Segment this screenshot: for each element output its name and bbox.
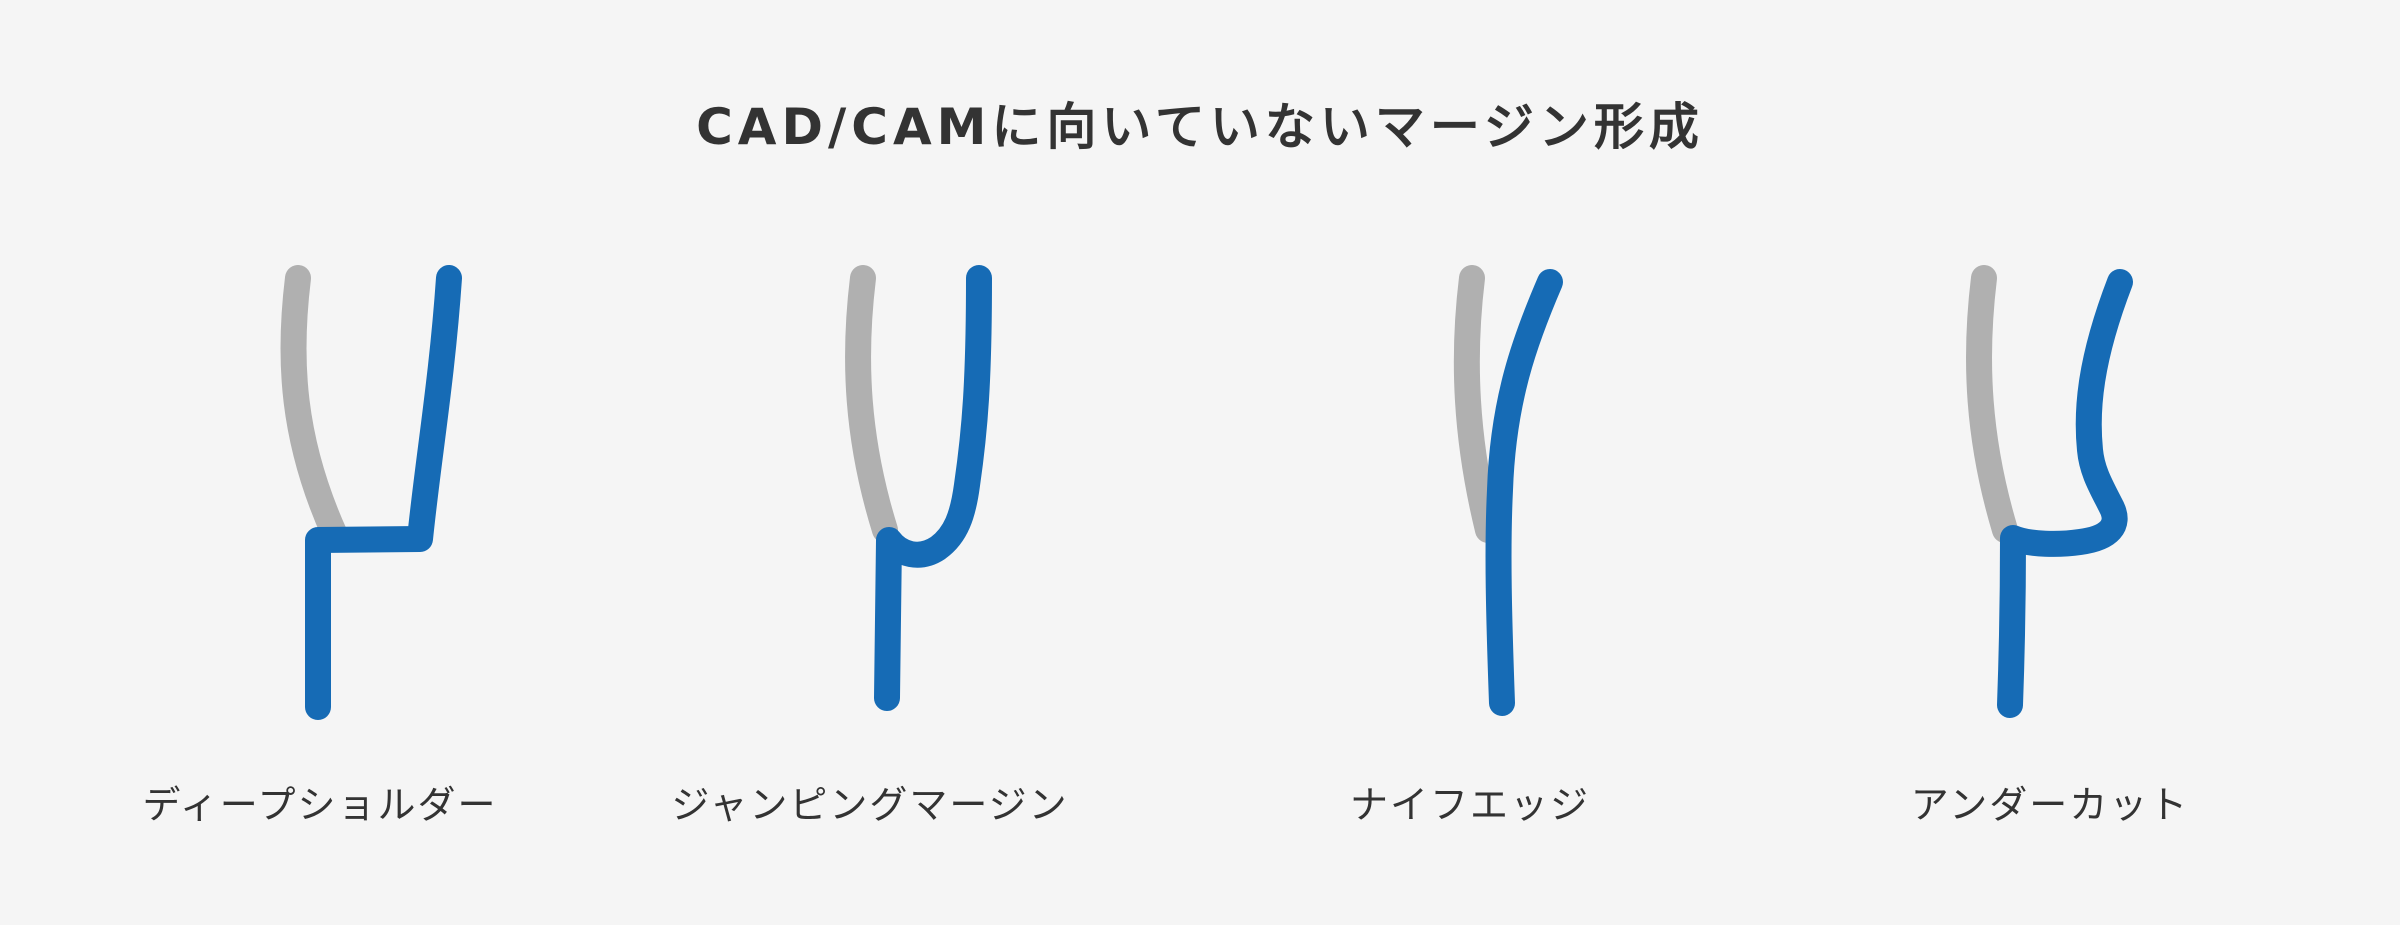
preparation-line [1997, 269, 2133, 718]
jumping-margin-illustration [845, 265, 992, 711]
deep-shoulder-illustration [280, 265, 462, 720]
page-title: CAD/CAMに向いていないマージン形成 [696, 98, 1704, 156]
diagram-knife-edge: ナイフエッジ [1170, 250, 1770, 850]
diagram-jumping-margin: ジャンピングマージン [570, 250, 1170, 850]
caption-knife-edge: ナイフエッジ [1349, 783, 1590, 827]
diagram-deep-shoulder: ディープショルダー [20, 250, 620, 850]
undercut-illustration [1966, 265, 2133, 718]
caption-deep-shoulder: ディープショルダー [142, 783, 498, 827]
tissue-line [280, 265, 348, 548]
diagram-undercut: アンダーカット [1750, 250, 2350, 850]
caption-undercut: アンダーカット [1910, 783, 2190, 827]
tissue-line [1453, 265, 1501, 543]
preparation-line [1485, 269, 1563, 716]
preparation-line [305, 265, 462, 720]
caption-jumping-margin: ジャンピングマージン [671, 783, 1069, 827]
knife-edge-illustration [1453, 265, 1563, 716]
tissue-line [1966, 265, 2018, 543]
tissue-line [845, 265, 898, 543]
preparation-line [874, 265, 992, 711]
